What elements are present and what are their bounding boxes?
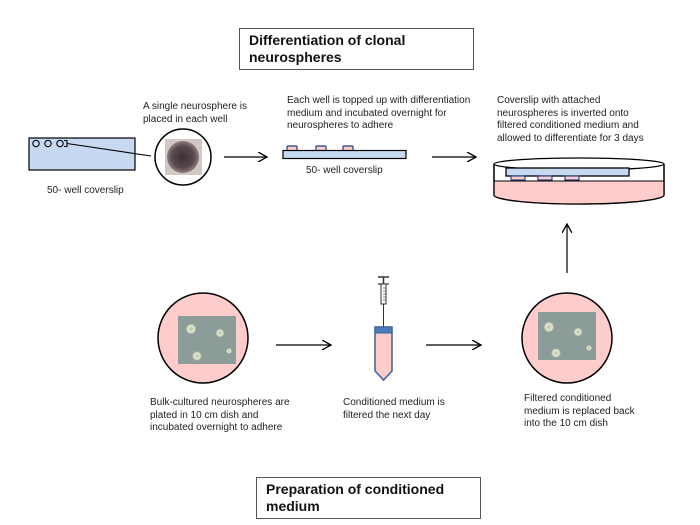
neurosphere-magnified xyxy=(154,128,212,186)
caption-line: neurospheres is inverted onto xyxy=(497,107,629,119)
bulk-culture-caption: Bulk-cultured neurospheres are plated in… xyxy=(150,397,290,435)
syringe-filter-tube xyxy=(374,276,393,382)
step2-coverslip-label: 50- well coverslip xyxy=(306,165,383,178)
well-icon xyxy=(44,139,52,148)
conditioned-medium-layer xyxy=(494,181,664,204)
syringe-icon xyxy=(378,276,389,327)
filter-caption: Conditioned medium is filtered the next … xyxy=(343,397,445,422)
caption-line: Each well is topped up with differentiat… xyxy=(287,95,471,106)
culture-micrograph xyxy=(178,316,236,364)
title-differentiation: Differentiation of clonal neurospheres xyxy=(239,28,474,70)
tube-icon xyxy=(374,326,393,382)
step3-caption: Coverslip with attached neurospheres is … xyxy=(497,95,644,145)
caption-line: plated in 10 cm dish and xyxy=(150,409,259,421)
zoom-leader-line xyxy=(66,142,152,157)
caption-line: Bulk-cultured neurospheres are xyxy=(150,397,290,408)
culture-micrograph xyxy=(538,312,596,360)
well-icon xyxy=(56,139,64,148)
title-conditioned-medium-text: Preparation of conditioned medium xyxy=(266,481,445,514)
caption-line: Filtered conditioned xyxy=(524,393,612,404)
caption-line: allowed to differentiate for 3 days xyxy=(497,132,644,144)
caption-line: medium and incubated overnight for xyxy=(287,107,447,119)
coverslip-label-text: 50- well coverslip xyxy=(47,185,124,196)
caption-line: Coverslip with attached xyxy=(497,95,601,106)
caption-line: filtered conditioned medium and xyxy=(497,120,639,131)
caption-line: medium is replaced back xyxy=(524,405,635,417)
replated-dish xyxy=(521,292,613,384)
coverslip-top-view xyxy=(28,137,152,171)
coverslip-label: 50- well coverslip xyxy=(47,185,124,198)
title-conditioned-medium: Preparation of conditioned medium xyxy=(256,477,481,519)
caption-line: neurospheres to adhere xyxy=(287,120,394,131)
caption-line: placed in each well xyxy=(143,113,228,125)
caption-line: incubated overnight to adhere xyxy=(150,422,283,433)
step1-caption: A single neurosphere is placed in each w… xyxy=(143,101,247,126)
caption-line: filtered the next day xyxy=(343,409,431,421)
replace-medium-caption: Filtered conditioned medium is replaced … xyxy=(524,393,635,431)
caption-line: Conditioned medium is xyxy=(343,397,445,408)
coverslip-side-view xyxy=(282,145,407,160)
step2-caption: Each well is topped up with differentiat… xyxy=(287,95,470,133)
petri-dish-inverted-coverslip xyxy=(493,157,665,205)
neurosphere-image xyxy=(167,141,199,173)
well-icon xyxy=(32,139,40,148)
coverslip-label-text: 50- well coverslip xyxy=(306,165,383,176)
caption-line: A single neurosphere is xyxy=(143,101,247,112)
caption-line: into the 10 cm dish xyxy=(524,418,608,429)
bulk-culture-dish xyxy=(157,292,249,384)
title-differentiation-text: Differentiation of clonal neurospheres xyxy=(249,32,406,65)
